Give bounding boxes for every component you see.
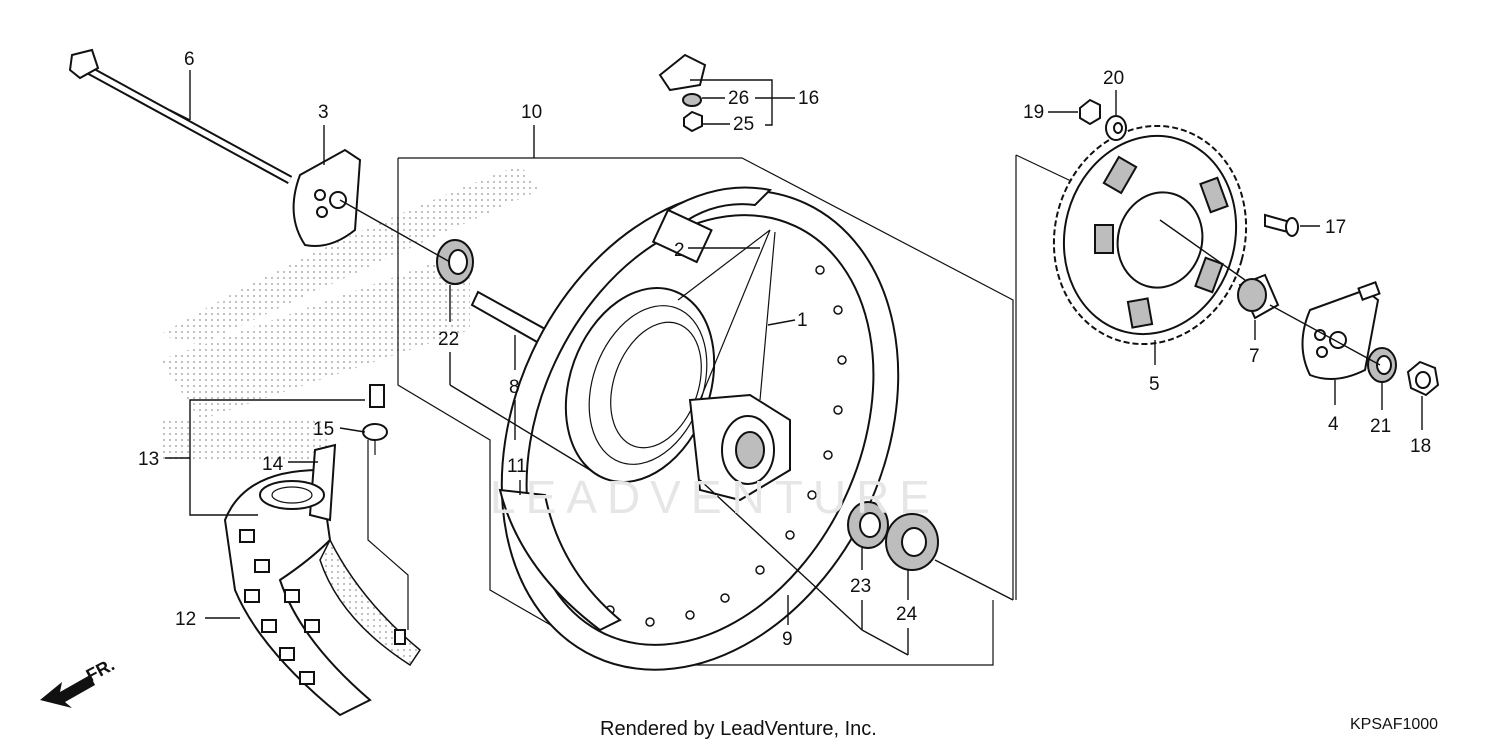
callout-7: 7 — [1249, 346, 1260, 367]
callout-5: 5 — [1149, 374, 1160, 395]
callout-8: 8 — [509, 377, 520, 398]
callout-4: 4 — [1328, 414, 1339, 435]
callout-16: 16 — [798, 88, 819, 109]
callout-14: 14 — [262, 454, 284, 475]
spokes — [677, 229, 776, 401]
bearing-left — [436, 239, 474, 285]
callout-1: 1 — [797, 310, 808, 331]
callout-15: 15 — [313, 419, 334, 440]
callout-6: 6 — [184, 49, 195, 70]
chain-adjuster-right — [1301, 281, 1381, 380]
assembly-frame — [397, 154, 1091, 666]
callout-11: 11 — [507, 456, 527, 477]
callout-labels: 1 2 3 4 5 6 7 8 9 10 11 12 13 14 15 16 1… — [138, 49, 1431, 650]
callout-18: 18 — [1410, 436, 1431, 457]
sprocket-collar — [1237, 273, 1280, 320]
axle-washer — [1367, 347, 1397, 383]
valve-stem-lead — [367, 440, 409, 630]
callout-3: 3 — [318, 102, 329, 123]
wheel-hub — [564, 287, 791, 502]
callout-20: 20 — [1103, 68, 1124, 89]
axle-nut — [1406, 360, 1440, 397]
driven-sprocket — [1052, 124, 1248, 346]
callout-9: 9 — [782, 629, 793, 650]
callout-12: 12 — [175, 609, 196, 630]
chain-adjuster-left — [292, 148, 362, 247]
axle-part — [68, 48, 293, 184]
dust-seal-right — [885, 513, 939, 571]
callout-24: 24 — [896, 604, 918, 625]
valve-cap — [394, 629, 406, 645]
front-direction-arrow-icon — [40, 675, 95, 708]
rim-band-lower — [498, 488, 622, 632]
valve-stem — [362, 384, 388, 455]
callout-19: 19 — [1023, 102, 1044, 123]
rim-lock — [658, 53, 707, 133]
diagram-code: KPSAF1000 — [1350, 716, 1439, 733]
callout-23: 23 — [850, 576, 871, 597]
rim-band-upper — [651, 186, 773, 264]
background-logo — [160, 165, 540, 460]
callout-10: 10 — [521, 102, 542, 123]
callout-25: 25 — [733, 114, 754, 135]
bearing-right — [847, 501, 889, 549]
callout-17: 17 — [1325, 217, 1346, 238]
inner-tube — [259, 443, 337, 522]
callout-21: 21 — [1370, 416, 1391, 437]
callout-13: 13 — [138, 449, 159, 470]
callout-22: 22 — [438, 329, 459, 350]
sprocket-fasteners — [1079, 98, 1299, 237]
callout-26: 26 — [728, 88, 749, 109]
watermark-text: LEADVENTURE — [490, 471, 940, 523]
leader-lines — [165, 70, 1423, 656]
render-credit: Rendered by LeadVenture, Inc. — [600, 718, 877, 740]
callout-2: 2 — [674, 240, 685, 261]
